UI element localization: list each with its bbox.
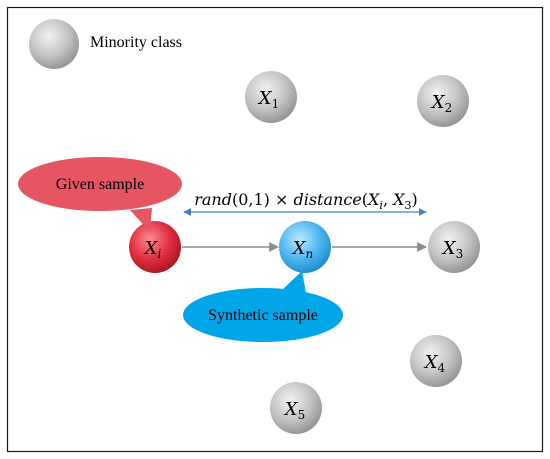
svg-text:X5: X5 <box>283 399 305 422</box>
svg-text:Xi: Xi <box>143 238 162 261</box>
node-xi-label: X <box>143 238 159 259</box>
legend-gray-node <box>29 19 79 69</box>
node-x2: X2 <box>417 75 469 127</box>
node-x4: X4 <box>410 335 462 387</box>
node-x1-label: X <box>257 88 273 109</box>
node-xi: Xi <box>129 221 181 273</box>
node-x3-label: X <box>441 238 457 259</box>
svg-text:X2: X2 <box>430 92 452 115</box>
callout-given: Given sample <box>18 157 182 232</box>
node-xn: Xn <box>279 221 331 273</box>
node-x5: X5 <box>270 382 322 434</box>
svg-text:X4: X4 <box>423 352 446 375</box>
node-x3: X3 <box>428 221 480 273</box>
node-x1: X1 <box>245 71 297 123</box>
legend: Minority class <box>29 19 182 69</box>
svg-text:X3: X3 <box>441 238 463 261</box>
svg-text:Xn: Xn <box>291 238 314 261</box>
node-x5-label: X <box>283 399 299 420</box>
svg-text:X1: X1 <box>257 88 279 111</box>
node-xn-label: X <box>291 238 307 259</box>
legend-label: Minority class <box>90 34 182 51</box>
node-x4-label: X <box>423 352 439 373</box>
node-x2-label: X <box>430 92 446 113</box>
distance-formula: rand(0,1) × distance(Xi, X3) <box>194 190 418 212</box>
callout-given-label: Given sample <box>56 176 144 193</box>
callout-synthetic: Synthetic sample <box>183 271 343 342</box>
callout-synthetic-label: Synthetic sample <box>208 307 318 324</box>
